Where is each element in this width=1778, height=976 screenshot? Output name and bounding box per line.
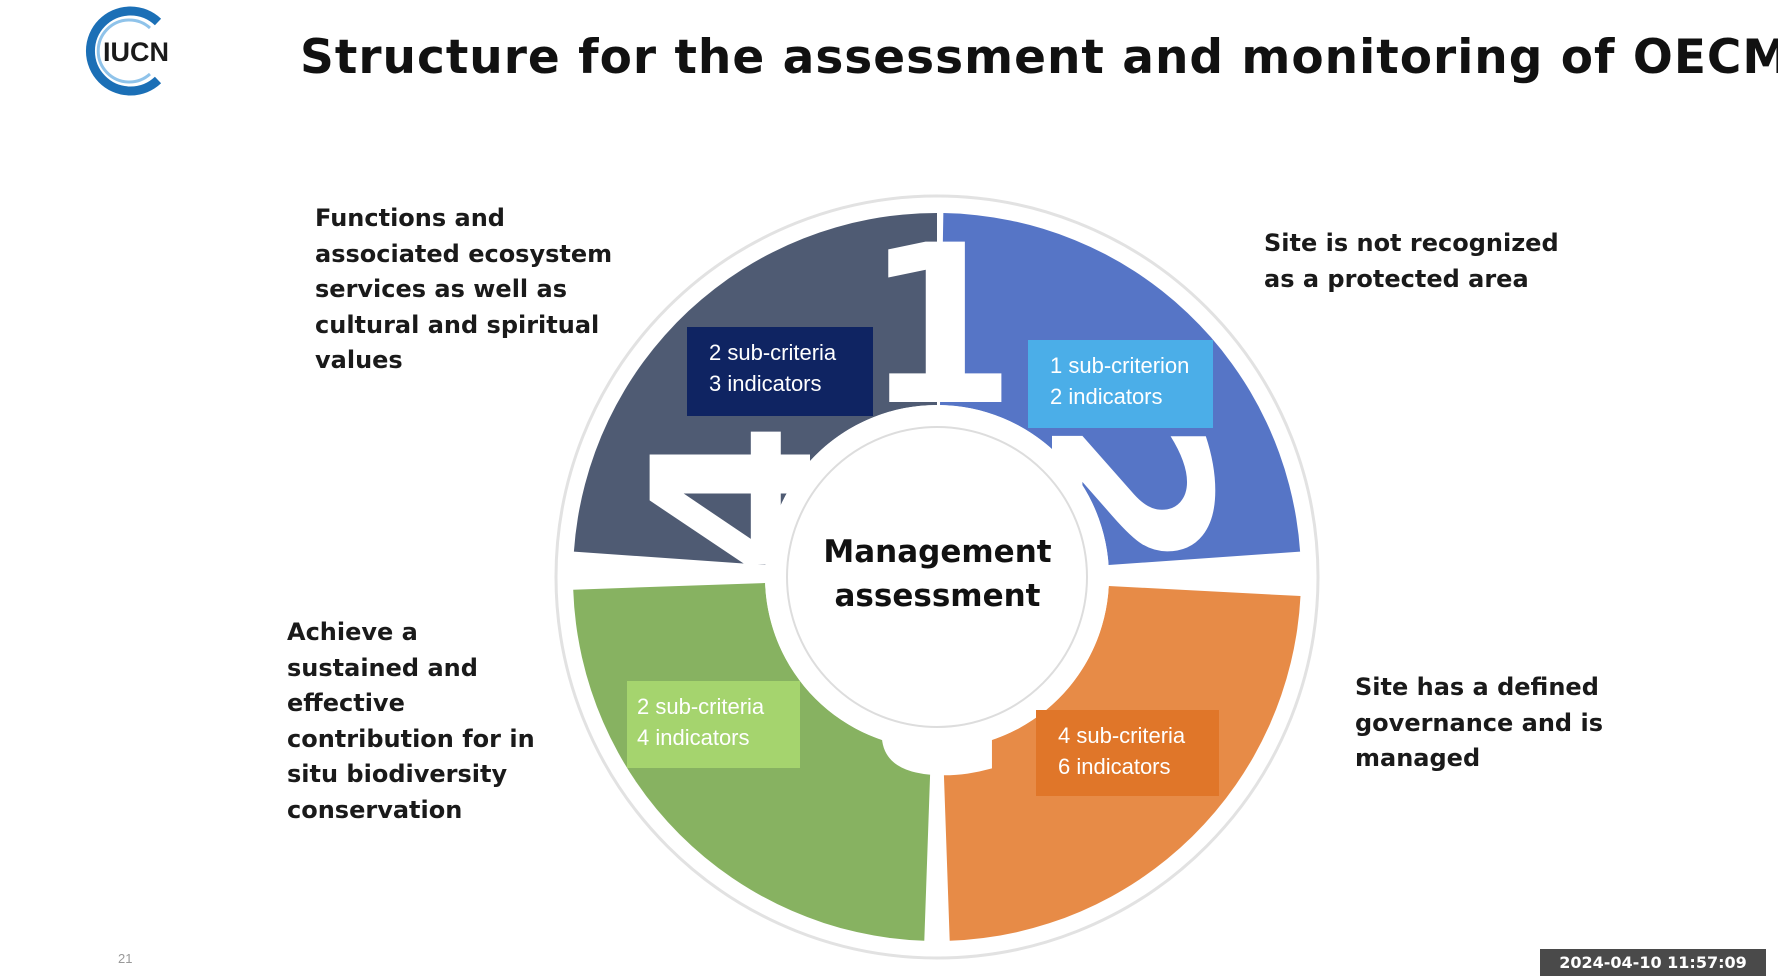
center-label-line-2: assessment bbox=[834, 578, 1041, 614]
badge-criterion-3-line-2: 4 indicators bbox=[637, 725, 750, 750]
badge-criterion-4-line-2: 3 indicators bbox=[709, 371, 822, 396]
iucn-logo: IUCN bbox=[85, 6, 169, 96]
slide-number: 21 bbox=[118, 951, 133, 966]
logo-text: IUCN bbox=[103, 37, 169, 67]
description-criterion-3-line-4: contribution for in bbox=[287, 724, 535, 753]
description-criterion-4-line-5: values bbox=[315, 346, 403, 374]
description-criterion-3-line-6: conservation bbox=[287, 795, 463, 824]
description-criterion-2-line-1: Site has a defined bbox=[1355, 673, 1599, 701]
description-criterion-3-line-5: situ biodiversity bbox=[287, 760, 508, 788]
description-criterion-4-line-2: associated ecosystem bbox=[315, 239, 613, 268]
badge-criterion-3: 2 sub-criteria 4 indicators bbox=[627, 681, 800, 768]
center-label-line-1: Management bbox=[823, 534, 1052, 570]
description-criterion-2: Site has a defined governance and is man… bbox=[1355, 670, 1603, 777]
badge-criterion-3-line-1: 2 sub-criteria bbox=[637, 694, 765, 719]
slide-title: Structure for the assessment and monitor… bbox=[300, 30, 1778, 85]
center-circle bbox=[786, 426, 1088, 728]
description-criterion-1-line-2: as a protected area bbox=[1264, 264, 1529, 293]
description-criterion-4-line-4: cultural and spiritual bbox=[315, 310, 600, 339]
description-criterion-4: Functions and associated ecosystem servi… bbox=[315, 201, 612, 379]
recording-timestamp: 2024-04-10 11:57:09 bbox=[1540, 949, 1766, 976]
description-criterion-2-line-3: managed bbox=[1355, 744, 1481, 772]
description-criterion-1-line-1: Site is not recognized bbox=[1264, 229, 1559, 257]
description-criterion-3-line-1: Achieve a bbox=[287, 618, 418, 646]
description-criterion-3-line-3: effective bbox=[287, 689, 405, 717]
badge-criterion-2: 4 sub-criteria 6 indicators bbox=[1036, 710, 1219, 796]
center-label: Management assessment bbox=[790, 530, 1085, 618]
description-criterion-1: Site is not recognized as a protected ar… bbox=[1264, 226, 1559, 297]
badge-criterion-2-line-2: 6 indicators bbox=[1058, 754, 1171, 779]
description-criterion-4-line-1: Functions and bbox=[315, 204, 505, 232]
badge-criterion-1: 1 sub-criterion 2 indicators bbox=[1028, 340, 1213, 428]
description-criterion-2-line-2: governance and is bbox=[1355, 708, 1603, 737]
description-criterion-3: Achieve a sustained and effective contri… bbox=[287, 615, 535, 828]
description-criterion-4-line-3: services as well as bbox=[315, 275, 567, 303]
badge-criterion-1-line-2: 2 indicators bbox=[1050, 384, 1163, 409]
badge-criterion-4-line-1: 2 sub-criteria bbox=[709, 340, 837, 365]
description-criterion-3-line-2: sustained and bbox=[287, 653, 478, 682]
badge-criterion-1-line-1: 1 sub-criterion bbox=[1050, 353, 1190, 378]
badge-criterion-4: 2 sub-criteria 3 indicators bbox=[687, 327, 873, 416]
badge-criterion-2-line-1: 4 sub-criteria bbox=[1058, 723, 1186, 748]
